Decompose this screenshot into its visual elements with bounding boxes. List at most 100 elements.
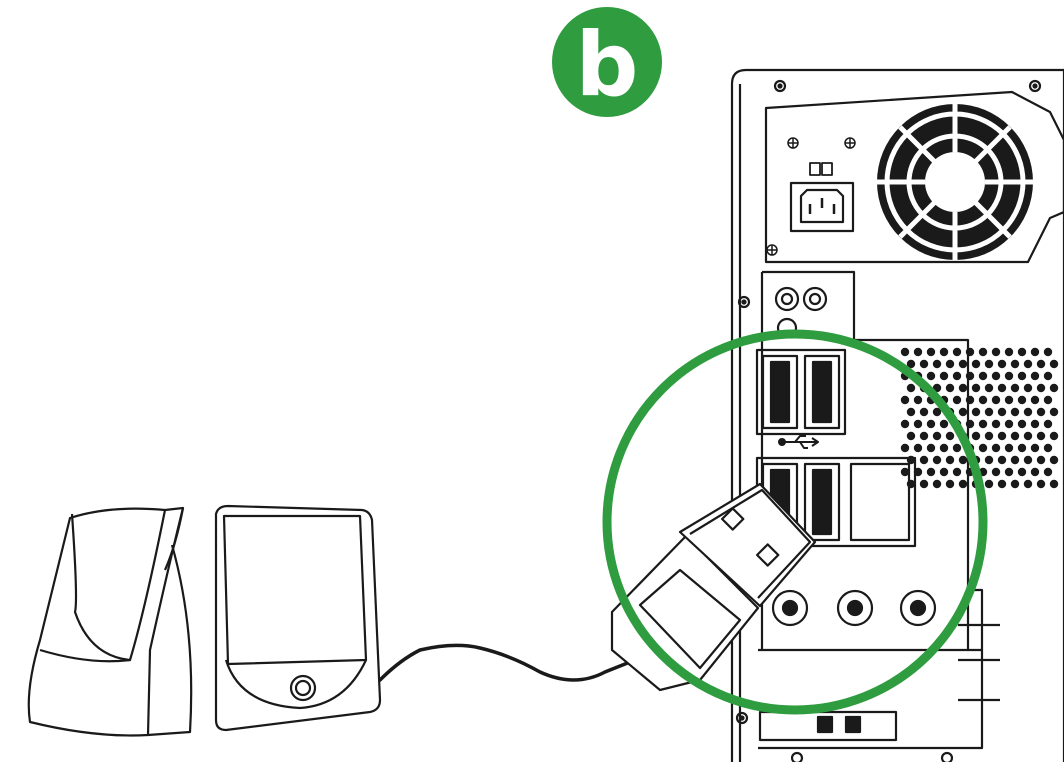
vent-hole <box>997 479 1007 489</box>
vent-hole <box>978 347 988 357</box>
vent-hole <box>1004 371 1014 381</box>
vent-hole <box>913 419 923 429</box>
vent-hole <box>1030 347 1040 357</box>
vent-hole <box>952 347 962 357</box>
vent-hole <box>984 479 994 489</box>
vent-hole <box>991 443 1001 453</box>
vent-hole <box>1017 467 1027 477</box>
vent-hole <box>1030 443 1040 453</box>
vent-hole <box>900 467 910 477</box>
power-socket-icon <box>789 181 855 233</box>
vent-hole <box>906 359 916 369</box>
vent-hole <box>958 359 968 369</box>
vent-hole <box>913 443 923 453</box>
usb-port-pair-upper <box>755 348 847 436</box>
vent-hole <box>997 431 1007 441</box>
vent-hole <box>945 455 955 465</box>
vent-hole <box>1017 419 1027 429</box>
vent-hole <box>1010 455 1020 465</box>
vent-hole <box>919 407 929 417</box>
vent-hole <box>919 431 929 441</box>
vent-hole <box>939 347 949 357</box>
vent-hole <box>1030 395 1040 405</box>
vent-hole <box>1036 479 1046 489</box>
vent-hole <box>991 395 1001 405</box>
vent-hole <box>984 455 994 465</box>
vent-hole <box>945 431 955 441</box>
vent-hole <box>971 431 981 441</box>
vent-hole <box>906 431 916 441</box>
vent-hole <box>926 419 936 429</box>
vent-hole <box>1043 395 1053 405</box>
vent-hole <box>1004 443 1014 453</box>
vent-hole <box>1010 479 1020 489</box>
vent-hole <box>1010 431 1020 441</box>
vent-hole <box>919 455 929 465</box>
vent-hole <box>926 443 936 453</box>
vent-hole <box>1004 347 1014 357</box>
vent-hole <box>984 383 994 393</box>
vent-hole <box>1049 431 1059 441</box>
usb-port-highlight-ring <box>602 329 988 715</box>
vent-hole <box>1004 419 1014 429</box>
vent-hole <box>1010 383 1020 393</box>
vent-hole <box>1010 359 1020 369</box>
vent-hole <box>1017 395 1027 405</box>
voltage-switch-icon <box>809 162 833 176</box>
vent-hole <box>997 455 1007 465</box>
vent-hole <box>1030 419 1040 429</box>
vent-hole <box>932 431 942 441</box>
vent-hole <box>926 467 936 477</box>
step-badge-letter: b <box>576 13 639 116</box>
vent-hole <box>965 395 975 405</box>
vent-hole <box>965 347 975 357</box>
vent-hole <box>932 359 942 369</box>
vent-hole <box>1017 371 1027 381</box>
vent-hole <box>900 443 910 453</box>
vent-hole <box>991 467 1001 477</box>
volume-knob-icon <box>289 674 317 702</box>
vent-hole <box>978 395 988 405</box>
vent-hole <box>1043 347 1053 357</box>
power-supply-unit <box>764 90 1064 264</box>
speaker-cable <box>378 643 662 682</box>
vent-hole <box>1023 359 1033 369</box>
vent-hole <box>1043 467 1053 477</box>
left-speaker <box>27 506 193 737</box>
audio-jacks <box>771 589 937 627</box>
vent-hole <box>1004 467 1014 477</box>
vent-hole <box>932 455 942 465</box>
usb-symbol-icon <box>778 435 819 449</box>
vent-hole <box>952 467 962 477</box>
vent-hole <box>1043 443 1053 453</box>
vent-hole <box>997 407 1007 417</box>
vent-hole <box>965 419 975 429</box>
vent-hole <box>926 371 936 381</box>
vent-hole <box>1036 407 1046 417</box>
vent-hole <box>1010 407 1020 417</box>
vent-hole <box>913 395 923 405</box>
vent-hole <box>1017 347 1027 357</box>
lan-port <box>849 462 911 542</box>
vent-hole <box>1030 371 1040 381</box>
vent-hole <box>978 419 988 429</box>
vent-hole <box>1049 383 1059 393</box>
vent-hole <box>1023 431 1033 441</box>
vent-hole <box>1023 455 1033 465</box>
screw-icon <box>735 79 1042 762</box>
vent-hole <box>913 467 923 477</box>
vent-hole <box>939 467 949 477</box>
vent-hole <box>997 359 1007 369</box>
vent-hole <box>984 407 994 417</box>
vent-hole <box>997 383 1007 393</box>
vent-hole <box>978 443 988 453</box>
vent-hole <box>952 371 962 381</box>
vent-hole <box>1036 383 1046 393</box>
vent-hole <box>991 347 1001 357</box>
vent-hole <box>1023 479 1033 489</box>
vent-hole <box>1017 443 1027 453</box>
vent-hole <box>971 383 981 393</box>
vent-hole <box>1036 455 1046 465</box>
right-speaker <box>214 504 382 732</box>
